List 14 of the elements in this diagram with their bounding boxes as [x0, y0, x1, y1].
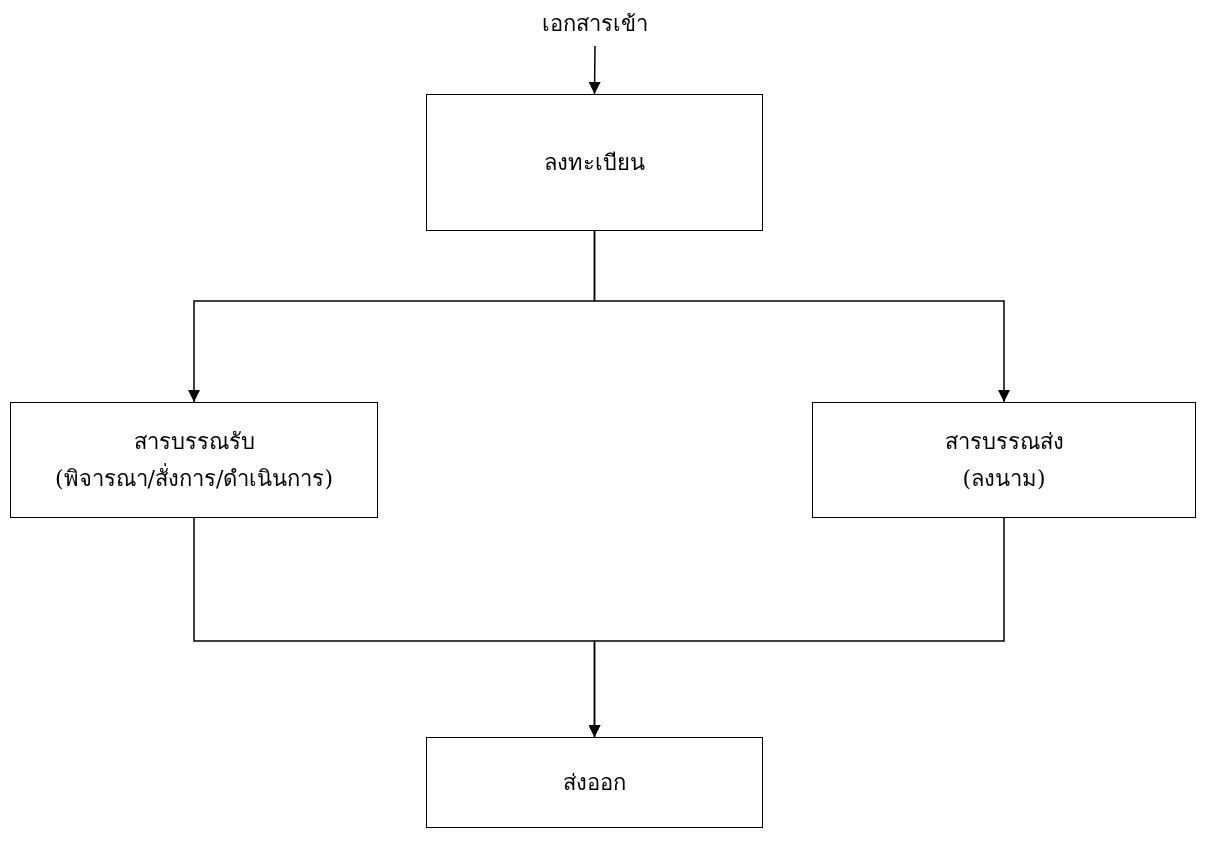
process-box: [812, 402, 1196, 518]
process-box: [10, 402, 378, 518]
arrow: [593, 230, 1010, 403]
box-label: (พิจารณา/สั่งการ/ดำเนินการ): [55, 460, 333, 498]
arrow: [588, 517, 1005, 738]
box-label: สารบรรณส่ง: [944, 427, 1064, 456]
process-box: [426, 737, 763, 828]
box-label: (ลงนาม): [962, 465, 1046, 493]
box-label: ส่งออก: [563, 768, 626, 797]
input-label: เอกสารเข้า: [520, 2, 670, 46]
process-box: [426, 94, 763, 231]
box-label: สารบรรณรับ: [133, 427, 255, 456]
arrow: [588, 45, 601, 95]
box-label: ลงทะเบียน: [544, 148, 645, 177]
